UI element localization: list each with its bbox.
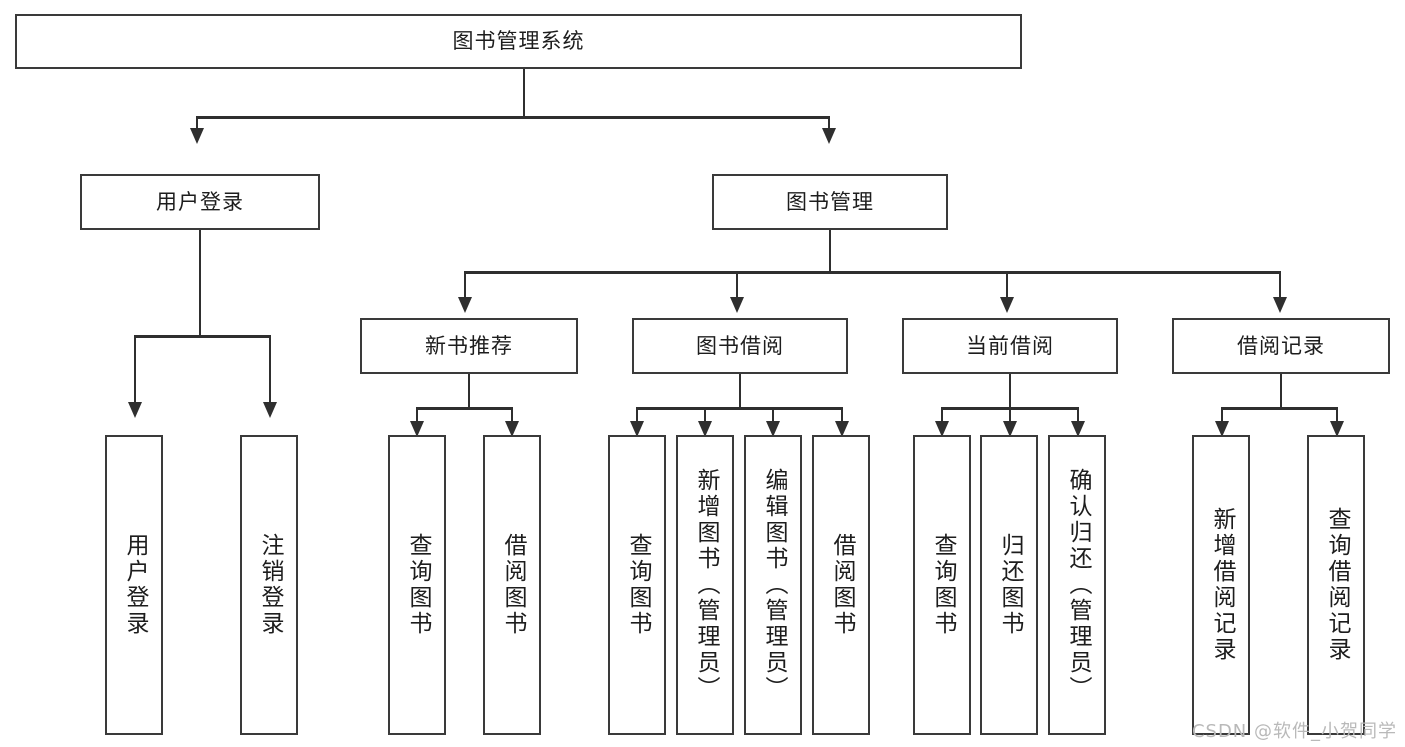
node-leaf-query-book-2[interactable]: 查询图书 xyxy=(608,435,666,735)
node-leaf-confirm-return-label: 确认归还（管理员） xyxy=(1064,468,1091,702)
arrowhead-leaf-user-logout xyxy=(263,402,277,418)
connector-bb-d4 xyxy=(841,407,843,429)
connector-root-bar xyxy=(196,116,830,119)
node-current-borrow-label: 当前借阅 xyxy=(966,333,1054,358)
connector-bm-d1 xyxy=(464,271,466,301)
connector-bb-stem xyxy=(739,374,741,408)
node-user-login-label: 用户登录 xyxy=(156,189,244,214)
node-leaf-borrow-book-1[interactable]: 借阅图书 xyxy=(483,435,541,735)
node-root[interactable]: 图书管理系统 xyxy=(15,14,1022,69)
node-leaf-add-record[interactable]: 新增借阅记录 xyxy=(1192,435,1250,735)
connector-nbr-d1 xyxy=(416,407,418,429)
connector-nbr-stem xyxy=(468,374,470,408)
node-borrow-record-label: 借阅记录 xyxy=(1237,333,1325,358)
arrowhead-leaf-query-book-3 xyxy=(935,421,949,437)
node-leaf-add-record-label: 新增借阅记录 xyxy=(1208,507,1235,663)
connector-cb-stem xyxy=(1009,374,1011,408)
connector-br-bar xyxy=(1221,407,1337,410)
node-book-borrow[interactable]: 图书借阅 xyxy=(632,318,848,374)
connector-br-d2 xyxy=(1336,407,1338,429)
arrowhead-leaf-add-book xyxy=(698,421,712,437)
node-leaf-edit-book[interactable]: 编辑图书（管理员） xyxy=(744,435,802,735)
connector-user-login-d2 xyxy=(269,335,271,406)
connector-book-manage-bar xyxy=(464,271,1281,274)
node-leaf-query-record-label: 查询借阅记录 xyxy=(1323,507,1350,663)
arrowhead-leaf-borrow-book-1 xyxy=(505,421,519,437)
node-borrow-record[interactable]: 借阅记录 xyxy=(1172,318,1390,374)
node-root-label: 图书管理系统 xyxy=(452,29,585,54)
connector-root-to-book-manage xyxy=(828,116,830,132)
arrowhead-leaf-confirm-return xyxy=(1071,421,1085,437)
connector-cb-d3 xyxy=(1077,407,1079,429)
connector-cb-d2 xyxy=(1009,407,1011,429)
node-leaf-add-book-label: 新增图书（管理员） xyxy=(692,468,719,702)
node-leaf-return-book-label: 归还图书 xyxy=(996,533,1023,637)
arrowhead-leaf-query-book-1 xyxy=(410,421,424,437)
node-leaf-query-book-1-label: 查询图书 xyxy=(404,533,431,637)
node-leaf-query-book-2-label: 查询图书 xyxy=(624,533,651,637)
connector-user-login-d1 xyxy=(134,335,136,406)
node-leaf-edit-book-label: 编辑图书（管理员） xyxy=(760,468,787,702)
node-book-manage-label: 图书管理 xyxy=(786,189,874,214)
connector-br-stem xyxy=(1280,374,1282,408)
node-book-manage[interactable]: 图书管理 xyxy=(712,174,948,230)
arrowhead-leaf-query-book-2 xyxy=(630,421,644,437)
node-leaf-confirm-return[interactable]: 确认归还（管理员） xyxy=(1048,435,1106,735)
node-leaf-user-logout-label: 注销登录 xyxy=(256,533,283,637)
node-leaf-borrow-book-2-label: 借阅图书 xyxy=(828,533,855,637)
arrowhead-leaf-edit-book xyxy=(766,421,780,437)
arrowhead-leaf-return-book xyxy=(1003,421,1017,437)
node-leaf-borrow-book-2[interactable]: 借阅图书 xyxy=(812,435,870,735)
connector-book-manage-stem xyxy=(829,230,831,272)
node-new-book-rec-label: 新书推荐 xyxy=(425,333,513,358)
arrowhead-new-book-rec xyxy=(458,297,472,313)
connector-user-login-stem xyxy=(199,230,201,336)
connector-bb-d3 xyxy=(772,407,774,429)
arrowhead-user-login xyxy=(190,128,204,144)
arrowhead-leaf-query-record xyxy=(1330,421,1344,437)
arrowhead-leaf-add-record xyxy=(1215,421,1229,437)
connector-bm-d3 xyxy=(1006,271,1008,301)
node-leaf-query-book-3-label: 查询图书 xyxy=(929,533,956,637)
connector-bb-d1 xyxy=(636,407,638,429)
connector-bm-d4 xyxy=(1279,271,1281,301)
connector-cb-d1 xyxy=(941,407,943,429)
node-leaf-user-login-label: 用户登录 xyxy=(121,533,148,637)
connector-nbr-bar xyxy=(416,407,513,410)
connector-bb-bar xyxy=(636,407,843,410)
connector-user-login-bar xyxy=(134,335,271,338)
node-book-borrow-label: 图书借阅 xyxy=(696,333,784,358)
node-leaf-return-book[interactable]: 归还图书 xyxy=(980,435,1038,735)
node-leaf-query-book-1[interactable]: 查询图书 xyxy=(388,435,446,735)
node-leaf-user-logout[interactable]: 注销登录 xyxy=(240,435,298,735)
connector-root-stem xyxy=(523,69,525,117)
connector-bb-d2 xyxy=(704,407,706,429)
node-current-borrow[interactable]: 当前借阅 xyxy=(902,318,1118,374)
node-leaf-user-login[interactable]: 用户登录 xyxy=(105,435,163,735)
node-leaf-borrow-book-1-label: 借阅图书 xyxy=(499,533,526,637)
connector-nbr-d2 xyxy=(511,407,513,429)
arrowhead-current-borrow xyxy=(1000,297,1014,313)
node-user-login[interactable]: 用户登录 xyxy=(80,174,320,230)
connector-bm-d2 xyxy=(736,271,738,301)
arrowhead-book-borrow xyxy=(730,297,744,313)
arrowhead-leaf-borrow-book-2 xyxy=(835,421,849,437)
arrowhead-leaf-user-login xyxy=(128,402,142,418)
node-leaf-add-book[interactable]: 新增图书（管理员） xyxy=(676,435,734,735)
node-new-book-rec[interactable]: 新书推荐 xyxy=(360,318,578,374)
node-leaf-query-record[interactable]: 查询借阅记录 xyxy=(1307,435,1365,735)
node-leaf-query-book-3[interactable]: 查询图书 xyxy=(913,435,971,735)
arrowhead-book-manage xyxy=(822,128,836,144)
connector-root-to-user-login xyxy=(196,116,198,132)
arrowhead-borrow-record xyxy=(1273,297,1287,313)
connector-br-d1 xyxy=(1221,407,1223,429)
